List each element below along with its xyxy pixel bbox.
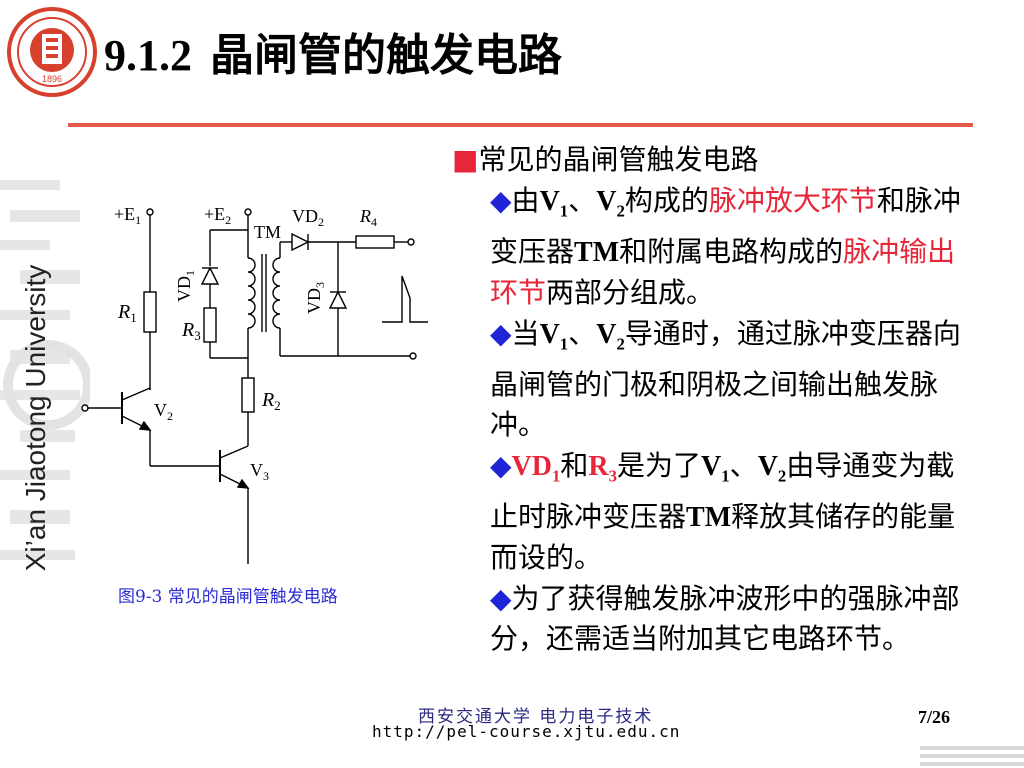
- university-name-vertical: Xi’an Jiaotong University: [20, 264, 51, 572]
- r3-resistor: [203, 307, 217, 343]
- label-r2: R2: [261, 389, 281, 413]
- page-title: 9.1.2 晶闸管的触发电路: [104, 26, 562, 86]
- paragraph-1: ◆由V1、V2构成的脉冲放大环节和脉冲变压器TM和附属电路构成的脉冲输出环节两部…: [490, 183, 961, 310]
- paragraph-3: ◆VD1和R3是为了V1、V2由导通变为截止时脉冲变压器TM释放其储存的能量而设…: [490, 448, 956, 575]
- label-v2: V2: [154, 400, 173, 423]
- diamond-bullet-icon: ◆: [490, 183, 512, 217]
- corner-decoration: [920, 746, 1024, 766]
- highlight-pulse-output: 脉冲输出环节: [490, 234, 956, 310]
- label-tm: TM: [254, 222, 281, 242]
- slide-body: ■常见的晶闸管触发电路 ◆由V1、V2构成的脉冲放大环节和脉冲变压器TM和附属电…: [452, 140, 972, 660]
- r1-resistor: [143, 291, 157, 333]
- label-r1: R1: [117, 301, 137, 325]
- vd2-diode: [291, 232, 310, 252]
- e2-terminal: [244, 208, 252, 216]
- input-terminal: [81, 404, 89, 412]
- square-bullet-icon: ■: [452, 143, 479, 176]
- tm-secondary-winding: [272, 257, 281, 329]
- thyristor-trigger-circuit-diagram: +E1 +E2 TM VD2 R4 VD1 VD3 R1 R3 R2 V2 V3: [81, 204, 428, 564]
- label-e2: +E2: [204, 204, 231, 227]
- label-v3: V3: [250, 460, 269, 483]
- footer-brand: 西安交通大学 电力电子技术: [418, 707, 654, 727]
- logo-year: 1896: [42, 74, 62, 84]
- tm-primary-winding: [247, 257, 256, 329]
- label-vd3: VD3: [304, 282, 327, 314]
- r2-resistor: [241, 377, 255, 413]
- footer-url-link[interactable]: http://pel-course.xjtu.edu.cn: [372, 722, 681, 741]
- heading-line: ■常见的晶闸管触发电路: [452, 140, 972, 181]
- page-number: 7/26: [918, 707, 951, 727]
- paragraph-4: ◆为了获得触发脉冲波形中的强脉冲部分，还需适当附加其它电路环节。: [490, 581, 960, 656]
- label-r3: R3: [181, 319, 201, 343]
- label-e1: +E1: [114, 204, 141, 227]
- vd3-diode: [328, 290, 348, 309]
- pulse-waveform: [382, 275, 428, 323]
- vd1-diode: [200, 266, 220, 285]
- title-underline: [68, 123, 973, 127]
- content-heading: 常见的晶闸管触发电路: [478, 143, 759, 176]
- university-logo: 1896: [7, 7, 97, 97]
- title-text: 晶闸管的触发电路: [210, 30, 562, 81]
- output-terminal-k: [409, 352, 417, 360]
- watermark-pattern: [0, 180, 90, 560]
- diamond-bullet-icon: ◆: [490, 581, 512, 615]
- label-r4: R4: [359, 206, 377, 229]
- paragraph-2: ◆当V1、V2导通时，通过脉冲变压器向晶闸管的门极和阴极之间输出触发脉冲。: [490, 316, 961, 442]
- diamond-bullet-icon: ◆: [490, 448, 512, 482]
- e1-terminal: [146, 208, 154, 216]
- r4-resistor: [355, 235, 395, 249]
- diamond-bullet-icon: ◆: [490, 316, 512, 350]
- section-number: 9.1.2: [104, 31, 192, 80]
- highlight-pulse-amplifier: 脉冲放大环节: [708, 183, 877, 217]
- figure-caption: 图9-3 常见的晶闸管触发电路: [118, 587, 338, 607]
- label-vd1: VD1: [174, 270, 197, 302]
- label-vd2: VD2: [292, 206, 324, 229]
- output-terminal-g: [407, 238, 415, 246]
